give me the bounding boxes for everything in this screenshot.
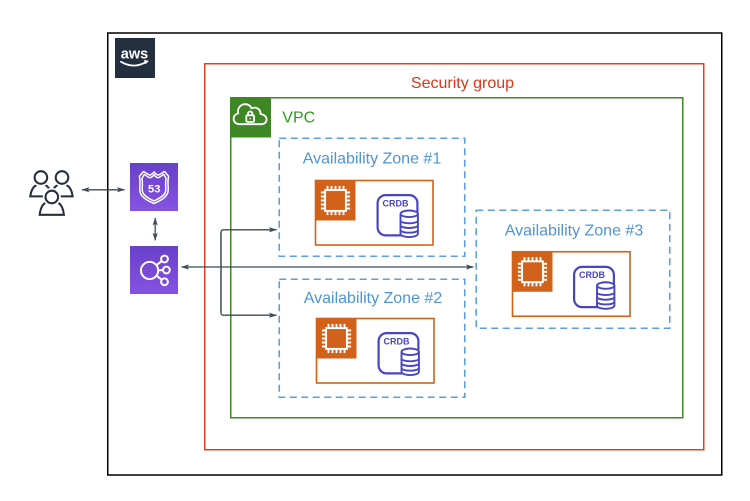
- svg-text:Availability Zone #3: Availability Zone #3: [505, 222, 644, 239]
- svg-text:Availability Zone #1: Availability Zone #1: [303, 151, 442, 168]
- svg-text:CRDB: CRDB: [383, 198, 409, 208]
- svg-text:53: 53: [148, 183, 160, 195]
- svg-text:Security group: Security group: [411, 75, 514, 92]
- svg-text:Availability Zone #2: Availability Zone #2: [304, 290, 443, 307]
- svg-text:aws: aws: [121, 47, 148, 63]
- svg-text:VPC: VPC: [282, 110, 315, 127]
- svg-text:CRDB: CRDB: [579, 270, 605, 280]
- svg-text:CRDB: CRDB: [384, 336, 410, 346]
